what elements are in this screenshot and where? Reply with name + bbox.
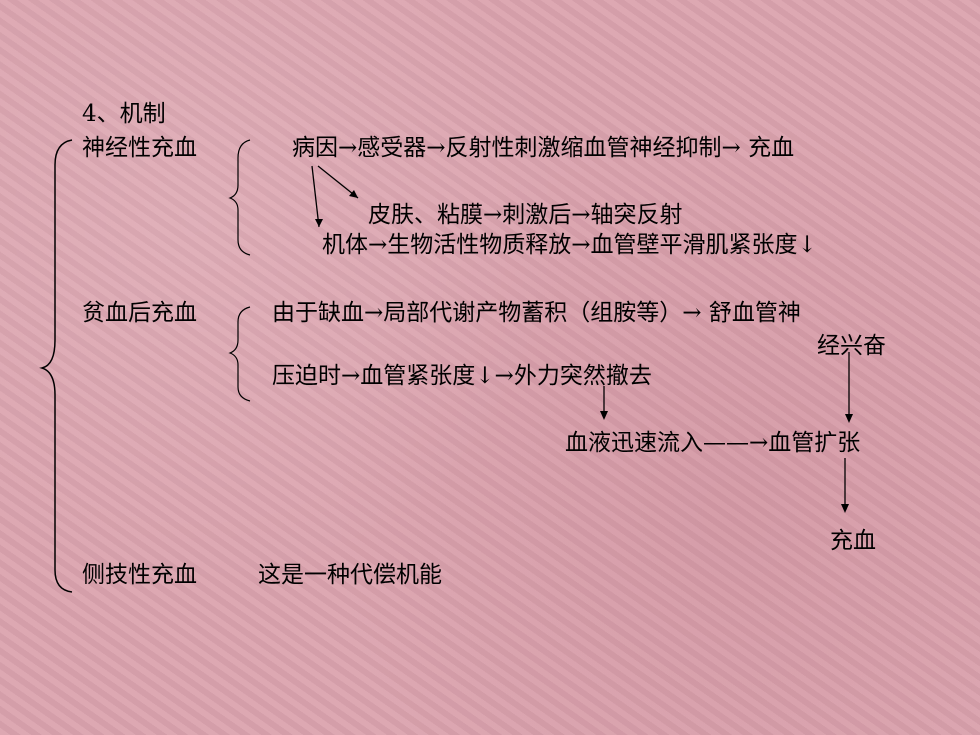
outer-brace xyxy=(39,139,73,593)
arrow-cause-to-body xyxy=(311,165,320,228)
collateral-label: 侧技性充血 xyxy=(82,562,197,588)
neural-line-1: 病因→感受器→反射性刺激缩血管神经抑制→ 充血 xyxy=(292,135,795,161)
section-heading: 4、机制 xyxy=(82,101,166,127)
post-anemia-line-1: 由于缺血→局部代谢产物蓄积（组胺等）→ 舒血管神 xyxy=(272,300,801,326)
post-anemia-brace xyxy=(228,306,251,402)
arrow-cause-to-skin xyxy=(317,165,359,199)
collateral-text: 这是一种代偿机能 xyxy=(258,562,442,588)
arrowhead xyxy=(600,411,608,420)
neural-line-2: 皮肤、粘膜→刺激后→轴突反射 xyxy=(368,202,683,228)
neural-label: 神经性充血 xyxy=(82,135,197,161)
arrowhead xyxy=(845,414,853,423)
post-anemia-line-2: 压迫时→血管紧张度↓→外力突然撤去 xyxy=(272,363,652,389)
neural-brace xyxy=(228,139,251,256)
arrowhead xyxy=(349,190,358,198)
post-anemia-line-1-cont: 经兴奋 xyxy=(817,333,886,359)
post-anemia-line-3: 血液迅速流入——→血管扩张 xyxy=(565,430,861,456)
neural-line-3: 机体→生物活性物质释放→血管壁平滑肌紧张度↓ xyxy=(322,232,817,258)
arrowhead xyxy=(315,219,323,227)
hyperemia-result: 充血 xyxy=(830,528,876,554)
arrowhead xyxy=(841,504,849,513)
post-anemia-label: 贫血后充血 xyxy=(82,300,197,326)
